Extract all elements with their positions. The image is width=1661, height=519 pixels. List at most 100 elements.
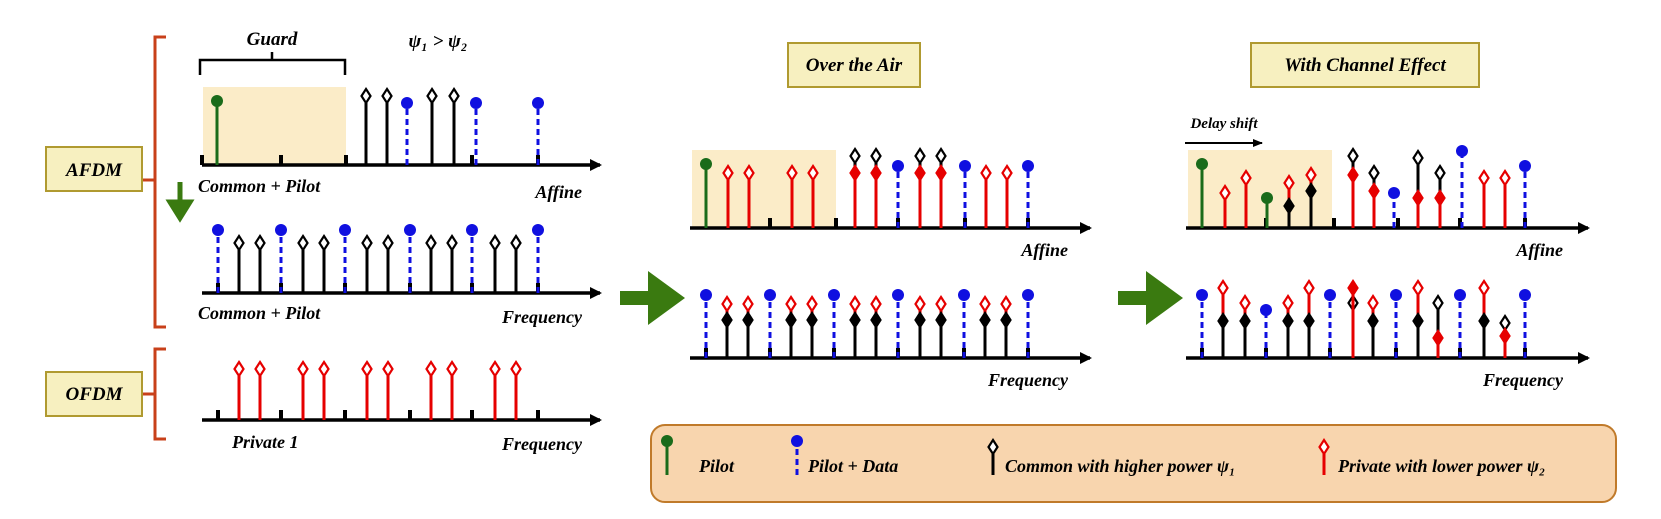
common-diamond-marker [1412,148,1424,168]
common-diamond-marker [1239,311,1251,331]
channel-effect-arrow [1118,271,1183,325]
pilot-data-marker [1519,289,1531,301]
private-diamond-marker [297,359,309,379]
private-diamond-marker [1368,181,1380,201]
pilot-data-marker [700,289,712,301]
private-diamond-marker [1347,165,1359,185]
private-diamond-marker [914,294,926,314]
common-diamond-marker [1282,311,1294,331]
common-diamond-marker [1412,311,1424,331]
private-diamond-marker [1001,163,1013,183]
private-diamond-marker [786,163,798,183]
private-diamond-marker [1432,328,1444,348]
panel4-axis-label: Frequency [987,370,1069,390]
pilot-data-marker [339,224,351,236]
private-diamond-marker [1303,278,1315,298]
private-diamond-marker [1282,293,1294,313]
common-diamond-marker [1217,311,1229,331]
pilot-marker [1261,192,1273,204]
private-diamond-marker [980,163,992,183]
panel-ofdm-caption: Private 1 [231,432,298,452]
private-diamond-marker [785,294,797,314]
guard-bracket [198,52,347,75]
common-diamond-marker [382,233,394,253]
common-diamond-marker [1432,293,1444,313]
psi-relation-label: ψ₁ > ψ₂ [409,31,468,52]
panel-ota-frequency [690,289,1092,364]
panel-channel-affine [1186,145,1590,234]
private-diamond-marker [1412,278,1424,298]
panel-ofdm-axis-label: Frequency [501,434,583,454]
common-diamond-marker [448,86,460,106]
private-diamond-marker [1000,294,1012,314]
pilot-data-marker [1454,289,1466,301]
common-diamond-marker [446,233,458,253]
private-diamond-marker [914,163,926,183]
private-diamond-marker [1478,278,1490,298]
afdm-bracket [143,35,166,329]
pilot-marker [661,435,673,447]
pilot-data-marker [401,97,413,109]
pilot-data-marker [1196,289,1208,301]
common-diamond-marker [721,310,733,330]
common-diamond-marker [935,146,947,166]
private-diamond-marker [1318,437,1330,457]
stem-panels [200,86,1590,426]
common-diamond-marker [489,233,501,253]
panel3-axis-label: Affine [1020,240,1068,260]
common-diamond-marker [742,310,754,330]
private-diamond-marker [742,294,754,314]
common-diamond-marker [426,86,438,106]
delay-shift-label: Delay shift [1189,116,1258,132]
pilot-data-marker [532,224,544,236]
legend-common-label: Common with higher power ψ₁ [1005,456,1235,476]
common-diamond-marker [360,86,372,106]
common-diamond-marker [870,310,882,330]
private-diamond-marker [979,294,991,314]
common-diamond-marker [1347,146,1359,166]
common-diamond-marker [849,310,861,330]
common-diamond-marker [254,233,266,253]
private-diamond-marker [743,163,755,183]
pilot-data-marker [959,160,971,172]
pilot-data-marker [958,289,970,301]
legend-pilot-label: Pilot [698,456,735,476]
over-the-air-box [787,42,921,88]
over-the-air-arrow [620,271,685,325]
common-diamond-marker [935,310,947,330]
panel-ota-affine [690,146,1092,234]
ofdm-bracket [143,347,166,441]
private-diamond-marker [870,294,882,314]
panel-channel-frequency [1186,278,1590,364]
private-diamond-marker [1434,188,1446,208]
common-diamond-marker [381,86,393,106]
pilot-data-marker [532,97,544,109]
ofdm-label: OFDM [65,384,123,405]
panel1-caption: Common + Pilot [198,176,321,196]
pilot-marker [700,158,712,170]
legend-box [650,424,1617,503]
pilot-data-marker [466,224,478,236]
private-diamond-marker [254,359,266,379]
common-diamond-marker [806,310,818,330]
private-diamond-marker [1283,173,1295,193]
legend-symbols [661,435,1330,475]
private-diamond-marker [1499,326,1511,346]
common-diamond-marker [1000,310,1012,330]
private-diamond-marker [721,294,733,314]
pilot-data-marker [892,160,904,172]
common-diamond-marker [1434,163,1446,183]
pilot-data-marker [404,224,416,236]
private-diamond-marker [1219,183,1231,203]
private-diamond-marker [935,163,947,183]
private-diamond-marker [935,294,947,314]
private-diamond-marker [722,163,734,183]
afdm-label: AFDM [65,160,123,181]
pilot-data-marker [1260,304,1272,316]
common-diamond-marker [849,146,861,166]
private-diamond-marker [510,359,522,379]
private-diamond-marker [849,294,861,314]
private-diamond-marker [1239,293,1251,313]
common-diamond-marker [1367,311,1379,331]
